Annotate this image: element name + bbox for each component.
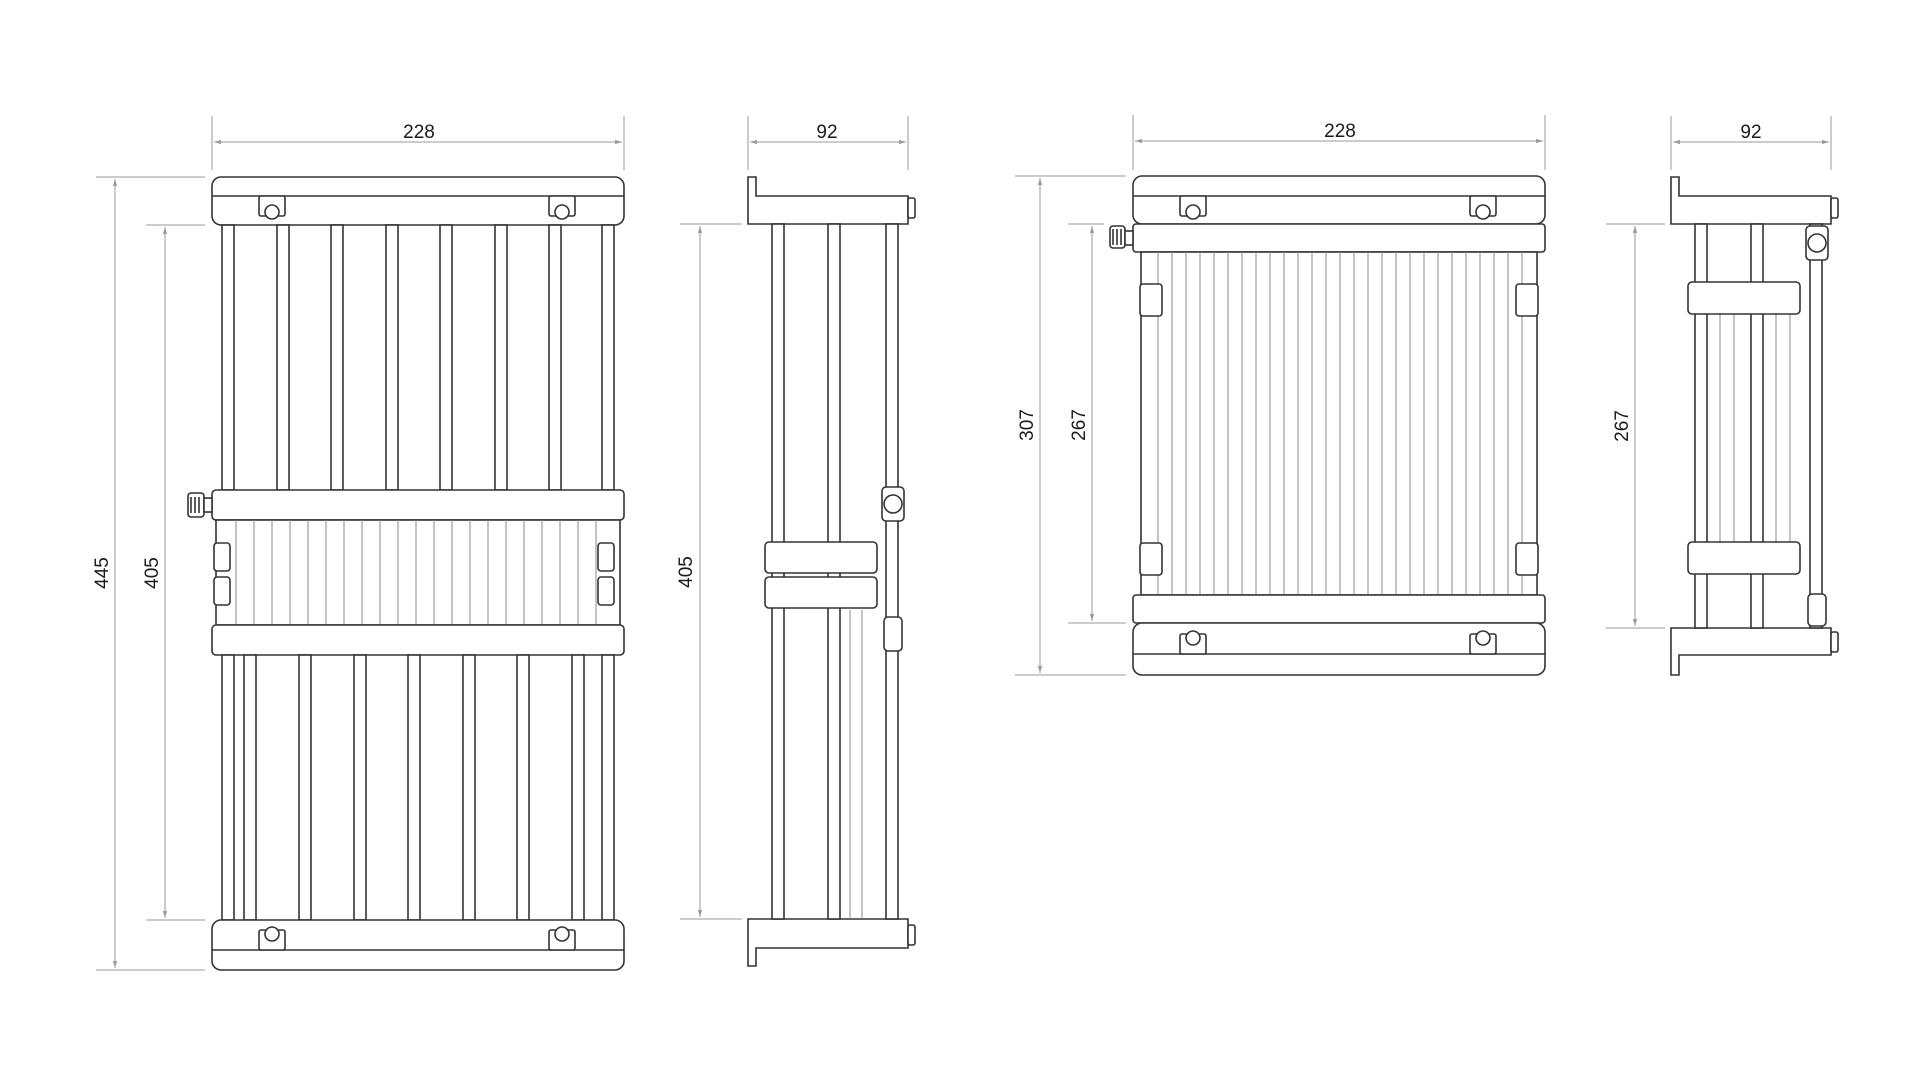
dense-grid-section xyxy=(1139,251,1539,596)
short-side-view: 92 267 xyxy=(1606,116,1839,676)
inner-height-label: 405 xyxy=(676,556,697,588)
side-valve-icon xyxy=(1805,225,1829,627)
depth-label: 92 xyxy=(1740,122,1761,143)
bottom-footer-bar xyxy=(1132,622,1546,676)
side-valve-icon xyxy=(881,486,905,652)
valve-knob-icon xyxy=(1109,225,1134,249)
middle-bar-upper xyxy=(211,489,625,521)
mounting-tab-icon xyxy=(258,926,286,951)
dimension-overall-height: 445 xyxy=(92,176,205,971)
dimension-width: 228 xyxy=(1132,115,1546,170)
mounting-tab-icon xyxy=(258,195,286,220)
short-front-view: 228 307 267 xyxy=(1015,115,1546,676)
mounting-tab-icon xyxy=(1179,630,1207,655)
top-bracket xyxy=(1670,176,1832,225)
side-tubes xyxy=(1694,223,1823,629)
top-bracket xyxy=(747,176,909,225)
upper-bar xyxy=(1132,223,1546,253)
bottom-bracket xyxy=(1670,627,1832,676)
dimension-inner-height: 405 xyxy=(142,224,205,921)
dimension-width: 228 xyxy=(211,116,625,170)
side-clamp-lower xyxy=(764,576,878,609)
side-clamp-upper xyxy=(764,541,878,574)
top-header-bar xyxy=(211,176,625,226)
tall-side-view: 92 405 xyxy=(676,116,916,967)
mounting-tab-icon xyxy=(1179,195,1207,220)
upper-rails xyxy=(221,224,615,491)
inner-height-label: 405 xyxy=(142,557,163,589)
inner-height-label: 267 xyxy=(1612,410,1633,442)
mounting-tab-icon xyxy=(548,195,576,220)
side-clamp-lower xyxy=(1687,541,1801,575)
lower-rails xyxy=(221,654,615,921)
mounting-tab-icon xyxy=(1469,195,1497,220)
side-tubes xyxy=(771,223,899,920)
valve-knob-icon xyxy=(187,492,213,518)
overall-height-label: 445 xyxy=(92,557,113,589)
dimension-inner-height: 405 xyxy=(676,223,742,920)
dimension-inner-height: 267 xyxy=(1606,223,1665,629)
side-clamp-upper xyxy=(1687,281,1801,315)
dimension-depth: 92 xyxy=(747,116,909,170)
inner-height-label: 267 xyxy=(1069,409,1090,441)
middle-bar-lower xyxy=(211,624,625,656)
overall-height-label: 307 xyxy=(1017,409,1038,441)
width-label: 228 xyxy=(1324,121,1356,142)
depth-label: 92 xyxy=(816,122,837,143)
dimension-overall-height: 307 xyxy=(1015,175,1126,676)
lower-bar xyxy=(1132,594,1546,624)
width-label: 228 xyxy=(403,122,435,143)
bottom-bracket xyxy=(747,918,909,967)
dense-middle-section xyxy=(213,519,621,626)
mounting-tab-icon xyxy=(548,926,576,951)
bottom-footer-bar xyxy=(211,919,625,971)
mounting-tab-icon xyxy=(1469,630,1497,655)
dimension-inner-height: 267 xyxy=(1068,223,1126,624)
tall-front-view: 228 445 405 xyxy=(92,116,625,971)
dimension-depth: 92 xyxy=(1670,116,1832,170)
